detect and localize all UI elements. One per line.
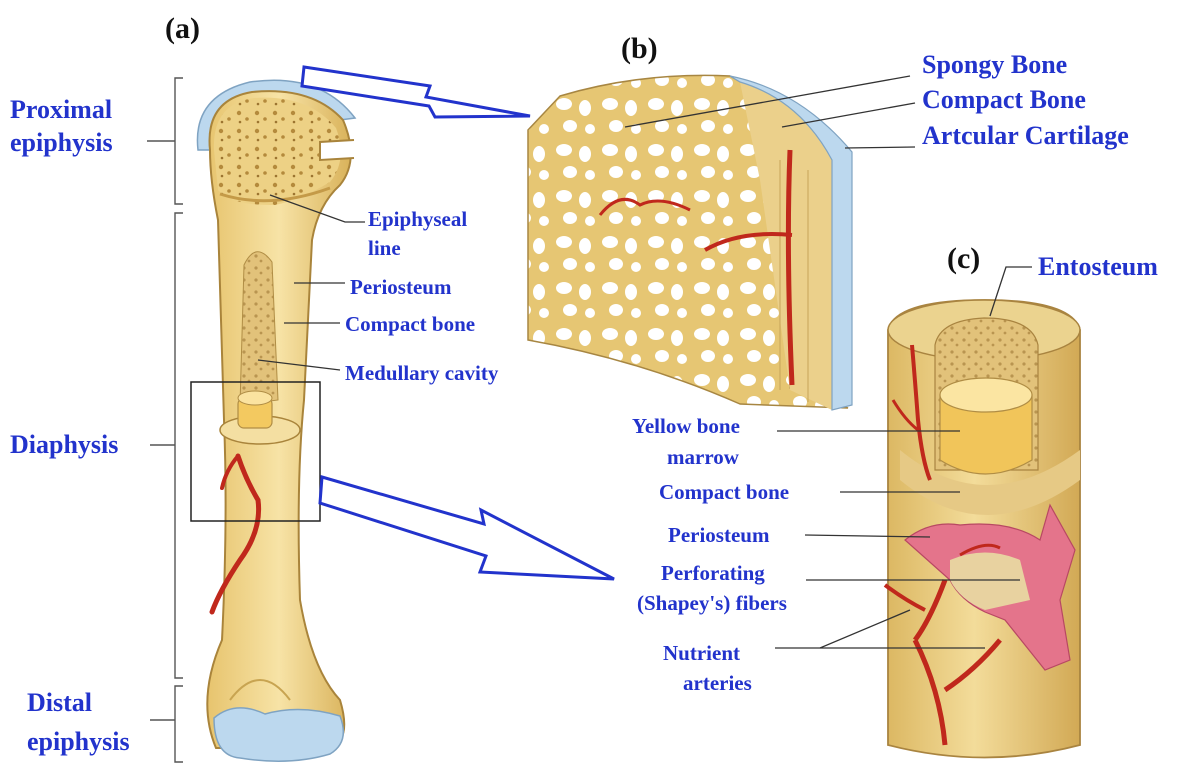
label-diaphysis: Diaphysis [10, 432, 118, 458]
label-spongy-bone: Spongy Bone [922, 52, 1067, 78]
label-yellow-marrow-line2: marrow [667, 447, 739, 468]
label-proximal-line2: epiphysis [10, 130, 113, 156]
shaft-section [885, 300, 1080, 758]
spongy-block [528, 75, 852, 410]
region-brackets [147, 78, 183, 762]
label-compact-bone-b: Compact Bone [922, 87, 1086, 113]
label-nutrient-line2: arteries [683, 673, 752, 694]
label-medullary-cavity: Medullary cavity [345, 363, 498, 384]
label-proximal-line1: Proximal [10, 97, 112, 123]
label-yellow-marrow-line1: Yellow bone [632, 416, 740, 437]
label-epiphyseal-line2: line [368, 238, 401, 259]
label-compact-bone-c: Compact bone [659, 482, 789, 503]
zoom-arrow-c [320, 477, 614, 579]
label-distal-line2: epiphysis [27, 729, 130, 755]
label-distal-line1: Distal [27, 690, 92, 716]
long-bone [197, 80, 355, 761]
label-articular-cartilage: Artcular Cartilage [922, 123, 1129, 149]
panel-label-b: (b) [621, 34, 658, 64]
label-entosteum: Entosteum [1038, 254, 1158, 280]
label-perforating-line2: (Shapey's) fibers [637, 593, 787, 614]
panel-label-a: (a) [165, 14, 200, 44]
label-compact-bone-a: Compact bone [345, 314, 475, 335]
label-periosteum-a: Periosteum [350, 277, 451, 298]
panel-label-c: (c) [947, 244, 980, 274]
label-epiphyseal-line1: Epiphyseal [368, 209, 467, 230]
label-perforating-line1: Perforating [661, 563, 765, 584]
label-periosteum-c: Periosteum [668, 525, 769, 546]
label-nutrient-line1: Nutrient [663, 643, 740, 664]
